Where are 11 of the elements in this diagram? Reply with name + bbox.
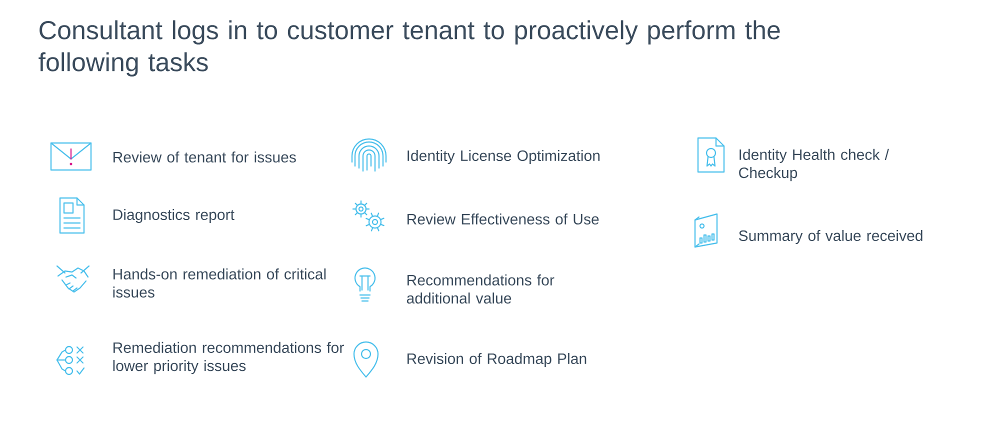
task-label: Review of tenant for issues (114, 151, 296, 163)
task-label: Recommendations for additional value (406, 274, 554, 304)
title: Consultant logs in to customer tenant to proactively perform the following tasks (38, 20, 780, 76)
task-label: Revision of Roadmap Plan (408, 352, 586, 368)
task-label: Identity Health check / Checkup (739, 148, 889, 182)
task-label: Review Effectiveness of Use (408, 213, 599, 225)
task-label: Diagnostics report (114, 208, 234, 224)
task-label: Summary of value received (738, 230, 922, 244)
task-label: Hands-on remediation of critical issues (113, 268, 326, 298)
task-label: Remediation recommendations for lower priority issues (113, 342, 344, 374)
task-label: Identity License Optimization (408, 150, 600, 164)
